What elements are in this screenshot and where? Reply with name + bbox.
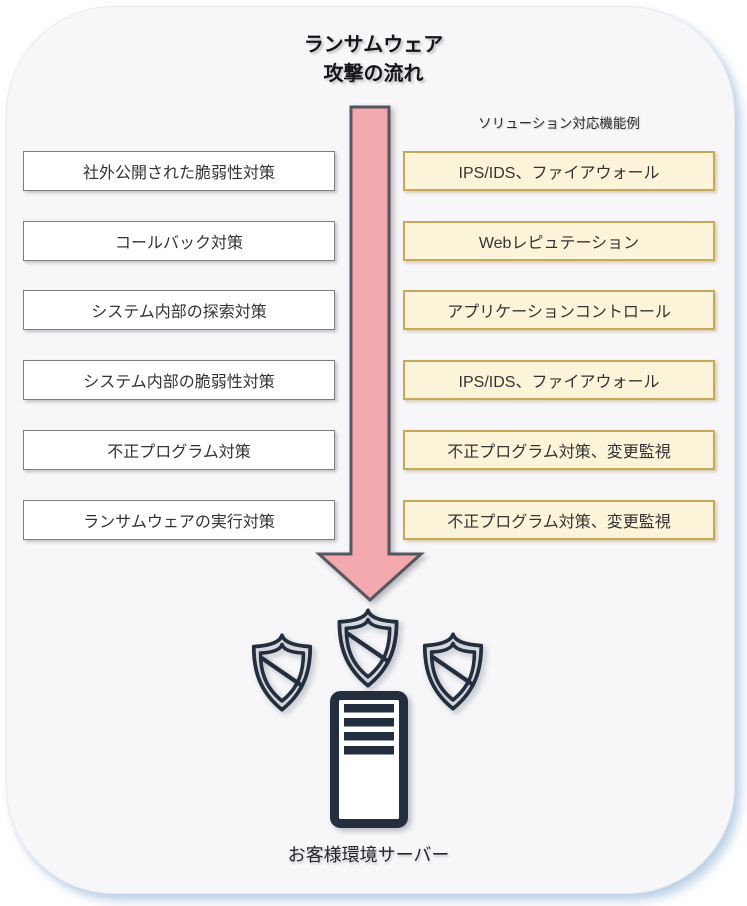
title-line-2: 攻撃の流れ [323, 63, 424, 85]
solution-box-6: 不正プログラム対策、変更監視 [403, 500, 715, 540]
title-line-1: ランサムウェア [303, 34, 444, 56]
countermeasure-box-3: システム内部の探索対策 [23, 290, 335, 330]
solution-box-3: アプリケーションコントロール [403, 290, 715, 330]
attack-flow-down-arrow-icon [315, 105, 425, 603]
shield-icon [251, 633, 313, 712]
countermeasure-box-1: 社外公開された脆弱性対策 [23, 151, 335, 191]
server-tower-icon [330, 691, 408, 828]
shield-icon [422, 632, 484, 711]
solution-box-5: 不正プログラム対策、変更監視 [403, 430, 715, 470]
countermeasure-box-5: 不正プログラム対策 [23, 430, 335, 470]
countermeasure-box-2: コールバック対策 [23, 221, 335, 261]
solution-column-header: ソリューション対応機能例 [478, 116, 640, 131]
diagram-title: ランサムウェア 攻撃の流れ [0, 31, 747, 89]
solution-box-4: IPS/IDS、ファイアウォール [403, 360, 715, 400]
solution-box-2: Webレピュテーション [403, 221, 715, 261]
countermeasure-box-4: システム内部の脆弱性対策 [23, 360, 335, 400]
server-label: お客様環境サーバー [287, 845, 450, 865]
solution-box-1: IPS/IDS、ファイアウォール [403, 151, 715, 191]
countermeasure-box-6: ランサムウェアの実行対策 [23, 500, 335, 540]
shield-icon [337, 608, 399, 688]
